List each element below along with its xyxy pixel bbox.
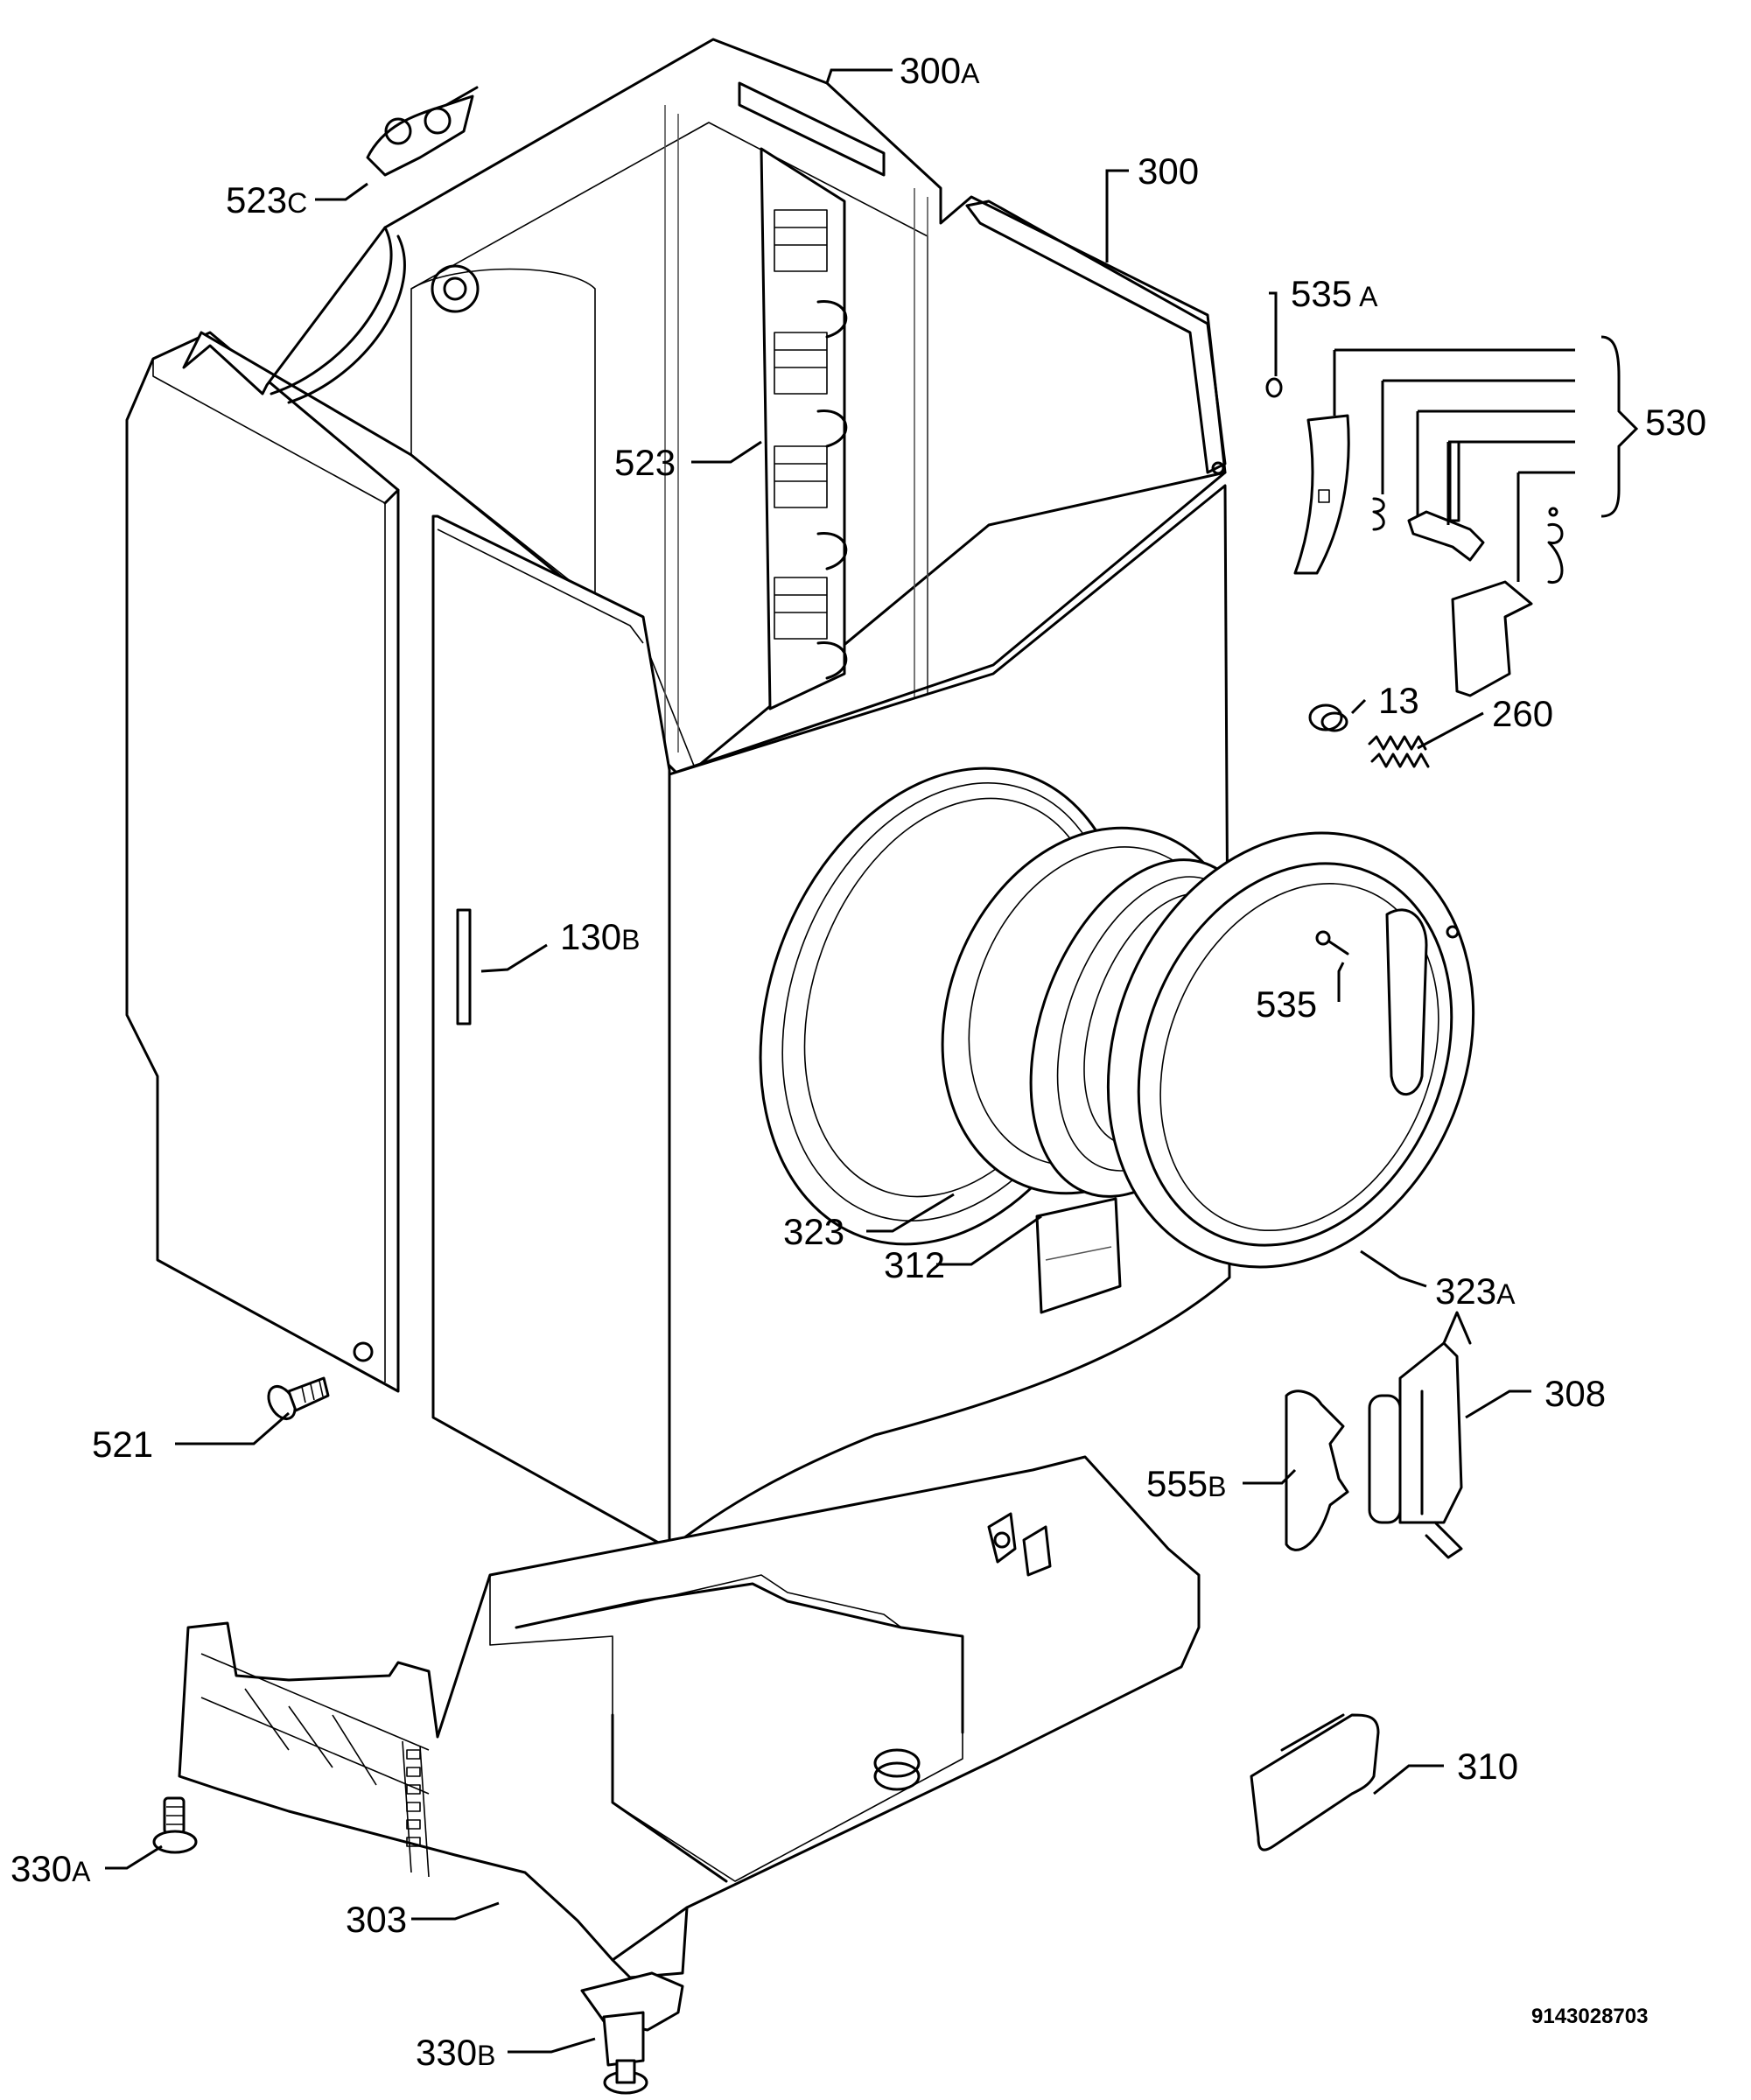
label-312: 312 (884, 1244, 945, 1285)
label-330B: 330B (416, 2032, 495, 2073)
label-330A: 330A (11, 1848, 91, 1889)
service-panel-310 (1250, 1713, 1380, 1852)
label-535: 535 (1256, 984, 1317, 1025)
label-300: 300 (1138, 150, 1199, 192)
clip-523C (366, 86, 479, 177)
drawing-number: 9143028703 (1531, 2005, 1648, 2028)
spring-260 (1368, 735, 1430, 768)
lock-parts-530 (1265, 377, 1564, 697)
front-left-panel (431, 514, 671, 1550)
bushing-13 (1308, 704, 1348, 732)
door-assembly (941, 826, 1475, 1269)
leader-lines (105, 68, 1639, 2054)
label-555B: 555B (1146, 1463, 1226, 1504)
label-300A: 300A (900, 50, 980, 91)
base-frame-303 (178, 1455, 1201, 1979)
label-523C: 523C (226, 179, 307, 220)
label-13: 13 (1378, 680, 1419, 721)
support-bracket-523 (760, 147, 848, 710)
foot-330A (152, 1796, 198, 1854)
label-130B: 130B (560, 916, 640, 957)
label-523: 523 (614, 442, 676, 483)
label-310: 310 (1457, 1746, 1518, 1787)
label-260: 260 (1492, 693, 1553, 734)
left-side-panel (125, 331, 400, 1393)
screw-521 (267, 1376, 330, 1420)
label-323: 323 (783, 1211, 844, 1252)
label-521: 521 (92, 1424, 153, 1465)
label-308: 308 (1544, 1373, 1606, 1414)
label-303: 303 (346, 1899, 407, 1940)
cover-plate-555B (1285, 1390, 1349, 1551)
label-530: 530 (1645, 402, 1706, 443)
label-323A: 323A (1435, 1270, 1516, 1312)
hinge-308 (1368, 1311, 1472, 1559)
foot-330B (580, 1971, 684, 2095)
